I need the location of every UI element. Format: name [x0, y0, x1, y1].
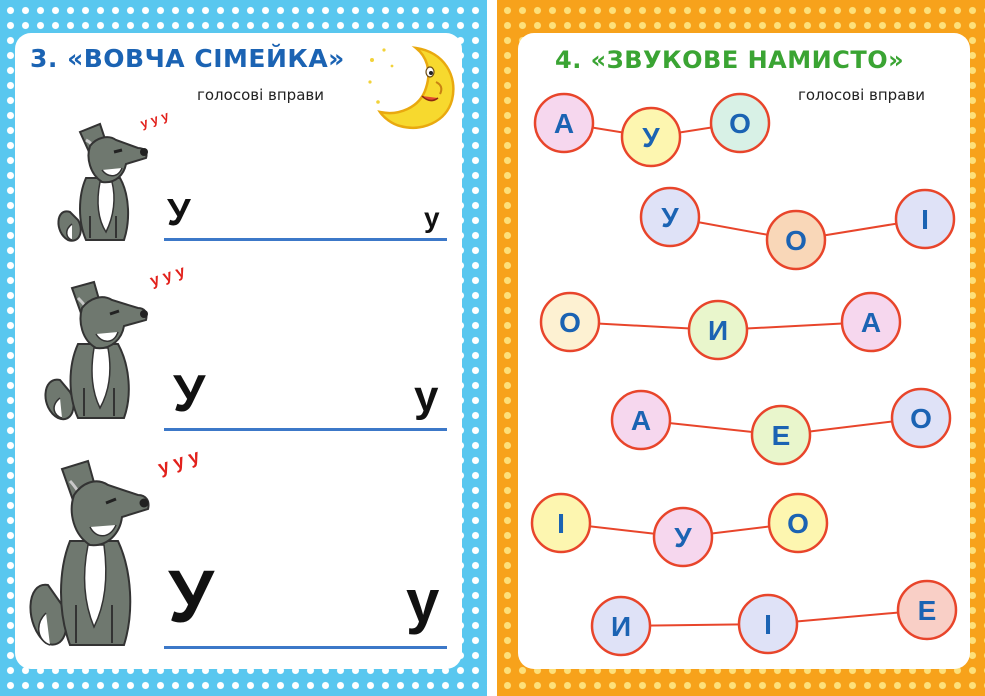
bead: [709, 92, 771, 154]
big-letter: У: [173, 365, 206, 423]
small-letter: у: [406, 568, 440, 635]
necklace: УОІ: [639, 186, 956, 271]
small-letter: у: [424, 202, 440, 233]
bead-letter: О: [910, 403, 932, 434]
bead: [687, 299, 749, 361]
bead-letter: А: [554, 108, 574, 139]
bead: [840, 291, 902, 353]
bead: [750, 404, 812, 466]
bead: [765, 209, 827, 271]
bead: [737, 593, 799, 655]
bead: [530, 492, 592, 554]
writing-line: [164, 646, 447, 649]
bead: [894, 188, 956, 250]
bead-letter: О: [787, 508, 809, 539]
big-letter: У: [167, 192, 191, 234]
bead-letter: А: [631, 405, 651, 436]
bead: [639, 186, 701, 248]
bead: [533, 92, 595, 154]
wolf-icon: [44, 280, 148, 421]
bead: [652, 506, 714, 568]
bead-letter: І: [921, 204, 929, 235]
left-page-title: 3. «ВОВЧА СІМЕЙКА»: [30, 44, 345, 73]
bead: [890, 387, 952, 449]
bead: [767, 492, 829, 554]
moon-icon: [368, 46, 455, 129]
bead: [620, 106, 682, 168]
right-page-subtitle: голосові вправи: [798, 86, 925, 104]
bead-letter: Е: [918, 595, 937, 626]
big-letter: У: [168, 555, 215, 638]
bead-letter: И: [708, 315, 728, 346]
writing-line: [164, 428, 447, 431]
bead-letter: О: [785, 225, 807, 256]
wolf-icon: [57, 122, 148, 242]
bead-letter: І: [557, 508, 565, 539]
writing-line: [164, 238, 447, 241]
bead-letter: О: [559, 307, 581, 338]
bead-letter: У: [674, 522, 692, 553]
bead-letter: О: [729, 108, 751, 139]
wolf-icon: [29, 459, 150, 646]
bead-letter: У: [661, 202, 679, 233]
bead-letter: И: [611, 611, 631, 642]
right-page-title: 4. «ЗВУКОВЕ НАМИСТО»: [555, 46, 905, 74]
bead: [539, 291, 601, 353]
small-letter: у: [414, 372, 439, 421]
left-page-subtitle: голосові вправи: [197, 86, 324, 104]
bead: [896, 579, 958, 641]
bead: [610, 389, 672, 451]
bead-letter: І: [764, 609, 772, 640]
bead-letter: Е: [772, 420, 791, 451]
bead-letter: У: [642, 122, 660, 153]
bead: [590, 595, 652, 657]
bead-letter: А: [861, 307, 881, 338]
